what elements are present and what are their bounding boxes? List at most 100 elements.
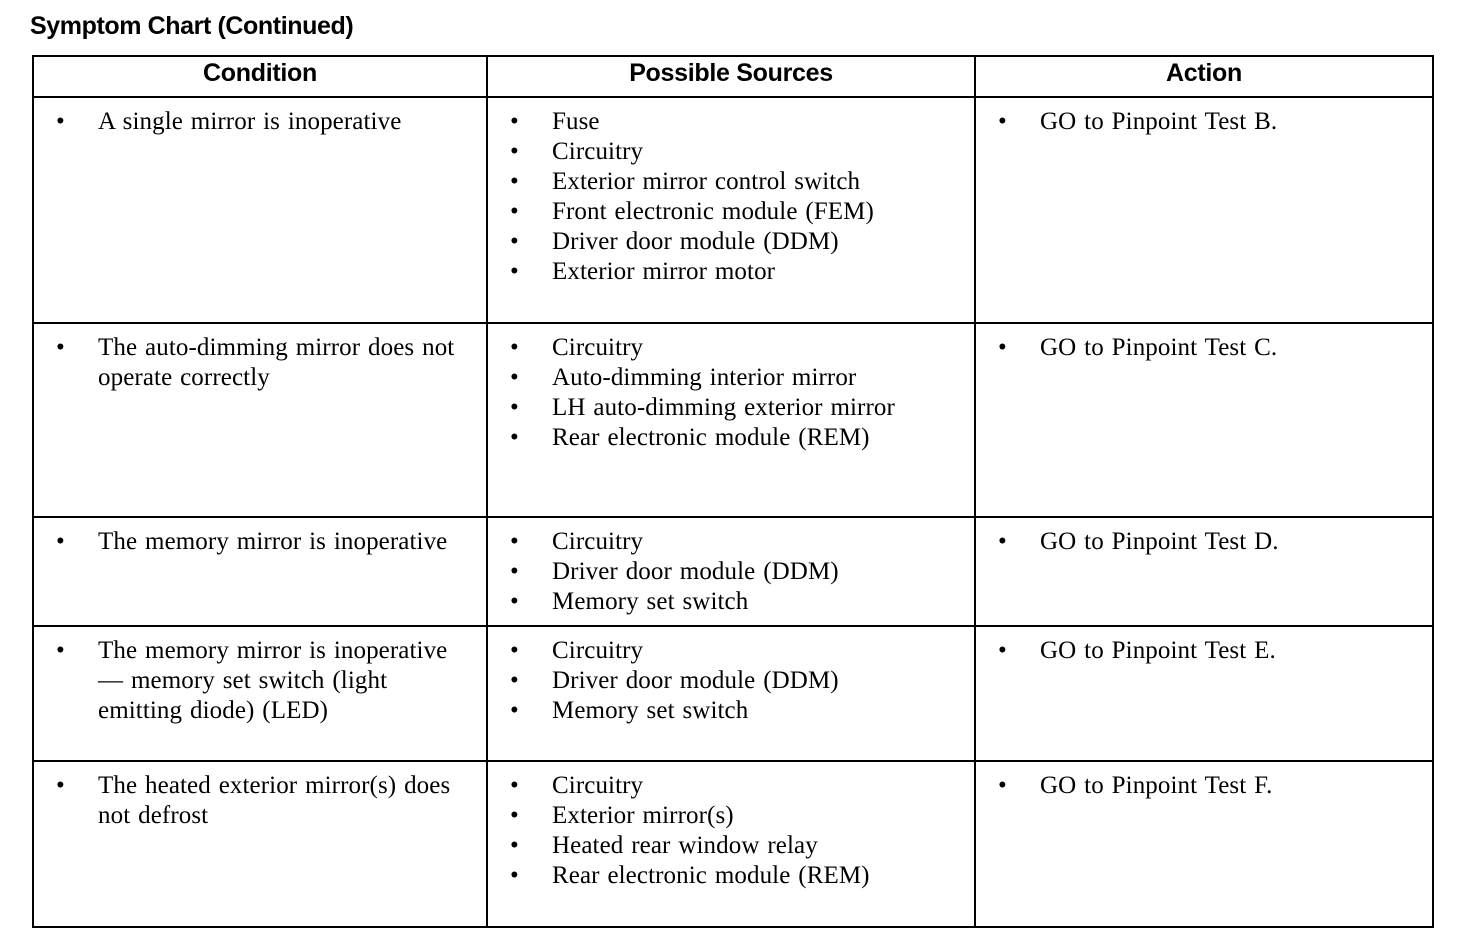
list-item: • A single mirror is inoperative [56, 108, 402, 135]
bullet-icon: • [56, 334, 65, 361]
bullet-icon: • [510, 424, 519, 451]
table-row: • The heated exterior mirror(s) does not… [32, 760, 1434, 928]
list-item: • Front electronic module (FEM) [510, 198, 874, 225]
possible-sources-list: • Circuitry • Driver door module (DDM) •… [496, 636, 966, 726]
bullet-icon: • [510, 364, 519, 391]
list-item: • The memory mirror is inoperative [56, 528, 448, 555]
list-item: • Exterior mirror motor [510, 258, 776, 285]
bullet-icon: • [510, 832, 519, 859]
list-item: • Exterior mirror(s) [510, 802, 734, 829]
bullet-icon: • [998, 108, 1007, 135]
list-item: • Circuitry [510, 334, 644, 361]
action-list: • GO to Pinpoint Test D. [984, 527, 1424, 557]
condition-list: • The memory mirror is inoperative [42, 527, 478, 557]
bullet-icon: • [56, 772, 65, 799]
list-item: • Heated rear window relay [510, 832, 818, 859]
table-header-row: Condition Possible Sources Action [32, 55, 1434, 98]
column-header-possible-sources: Possible Sources [486, 55, 976, 98]
list-item: • LH auto-dimming exterior mirror [510, 394, 895, 421]
bullet-icon: • [510, 198, 519, 225]
list-item: • Exterior mirror control switch [510, 168, 861, 195]
cell-action: • GO to Pinpoint Test F. [974, 760, 1434, 928]
list-item: • GO to Pinpoint Test E. [998, 637, 1276, 664]
bullet-icon: • [510, 637, 519, 664]
list-item: • GO to Pinpoint Test C. [998, 334, 1278, 361]
bullet-icon: • [510, 697, 519, 724]
list-item: • Circuitry [510, 772, 644, 799]
list-item: • GO to Pinpoint Test B. [998, 108, 1278, 135]
table-row: • A single mirror is inoperative • Fuse [32, 96, 1434, 324]
cell-condition: • The memory mirror is inoperative [32, 516, 488, 627]
bullet-icon: • [510, 528, 519, 555]
list-item: • The memory mirror is inoperative — mem… [56, 637, 448, 724]
bullet-icon: • [56, 108, 65, 135]
list-item: • GO to Pinpoint Test D. [998, 528, 1279, 555]
list-item: • Driver door module (DDM) [510, 667, 839, 694]
bullet-icon: • [510, 667, 519, 694]
table-row: • The memory mirror is inoperative • Cir… [32, 516, 1434, 627]
cell-possible-sources: • Circuitry • Driver door module (DDM) •… [486, 625, 976, 762]
cell-condition: • The heated exterior mirror(s) does not… [32, 760, 488, 928]
bullet-icon: • [510, 334, 519, 361]
symptom-chart-table: Condition Possible Sources Action • A si… [32, 55, 1434, 928]
condition-list: • A single mirror is inoperative [42, 107, 478, 137]
bullet-icon: • [510, 862, 519, 889]
cell-possible-sources: • Fuse • Circuitry • Exterior mirror con… [486, 96, 976, 324]
list-item: • The heated exterior mirror(s) does not… [56, 772, 451, 829]
cell-possible-sources: • Circuitry • Auto-dimming interior mirr… [486, 322, 976, 518]
bullet-icon: • [998, 772, 1007, 799]
action-list: • GO to Pinpoint Test B. [984, 107, 1424, 137]
action-list: • GO to Pinpoint Test C. [984, 333, 1424, 363]
page-title: Symptom Chart (Continued) [30, 12, 354, 40]
cell-condition: • The memory mirror is inoperative — mem… [32, 625, 488, 762]
list-item: • The auto-dimming mirror does not opera… [56, 334, 455, 391]
list-item: • Auto-dimming interior mirror [510, 364, 857, 391]
table-body: • A single mirror is inoperative • Fuse [32, 96, 1434, 928]
list-item: • Circuitry [510, 138, 644, 165]
bullet-icon: • [510, 168, 519, 195]
list-item: • Circuitry [510, 528, 644, 555]
action-list: • GO to Pinpoint Test E. [984, 636, 1424, 666]
column-header-condition: Condition [32, 55, 488, 98]
bullet-icon: • [56, 637, 65, 664]
cell-possible-sources: • Circuitry • Exterior mirror(s) • Heate… [486, 760, 976, 928]
possible-sources-list: • Circuitry • Auto-dimming interior mirr… [496, 333, 966, 453]
cell-action: • GO to Pinpoint Test C. [974, 322, 1434, 518]
bullet-icon: • [510, 228, 519, 255]
bullet-icon: • [998, 637, 1007, 664]
bullet-icon: • [56, 528, 65, 555]
list-item: • Fuse [510, 108, 600, 135]
possible-sources-list: • Fuse • Circuitry • Exterior mirror con… [496, 107, 966, 287]
bullet-icon: • [510, 108, 519, 135]
possible-sources-list: • Circuitry • Exterior mirror(s) • Heate… [496, 771, 966, 891]
cell-action: • GO to Pinpoint Test E. [974, 625, 1434, 762]
list-item: • Rear electronic module (REM) [510, 424, 870, 451]
list-item: • GO to Pinpoint Test F. [998, 772, 1273, 799]
column-header-action: Action [974, 55, 1434, 98]
condition-list: • The memory mirror is inoperative — mem… [42, 636, 478, 726]
condition-list: • The heated exterior mirror(s) does not… [42, 771, 478, 831]
list-item: • Memory set switch [510, 588, 749, 615]
condition-list: • The auto-dimming mirror does not opera… [42, 333, 478, 393]
table-row: • The auto-dimming mirror does not opera… [32, 322, 1434, 518]
list-item: • Driver door module (DDM) [510, 228, 839, 255]
bullet-icon: • [510, 772, 519, 799]
bullet-icon: • [510, 558, 519, 585]
list-item: • Memory set switch [510, 697, 749, 724]
bullet-icon: • [998, 334, 1007, 361]
bullet-icon: • [510, 802, 519, 829]
action-list: • GO to Pinpoint Test F. [984, 771, 1424, 801]
cell-condition: • The auto-dimming mirror does not opera… [32, 322, 488, 518]
cell-possible-sources: • Circuitry • Driver door module (DDM) •… [486, 516, 976, 627]
cell-action: • GO to Pinpoint Test B. [974, 96, 1434, 324]
list-item: • Driver door module (DDM) [510, 558, 839, 585]
list-item: • Circuitry [510, 637, 644, 664]
possible-sources-list: • Circuitry • Driver door module (DDM) •… [496, 527, 966, 617]
bullet-icon: • [510, 258, 519, 285]
bullet-icon: • [510, 138, 519, 165]
table-row: • The memory mirror is inoperative — mem… [32, 625, 1434, 762]
cell-condition: • A single mirror is inoperative [32, 96, 488, 324]
bullet-icon: • [510, 394, 519, 421]
cell-action: • GO to Pinpoint Test D. [974, 516, 1434, 627]
